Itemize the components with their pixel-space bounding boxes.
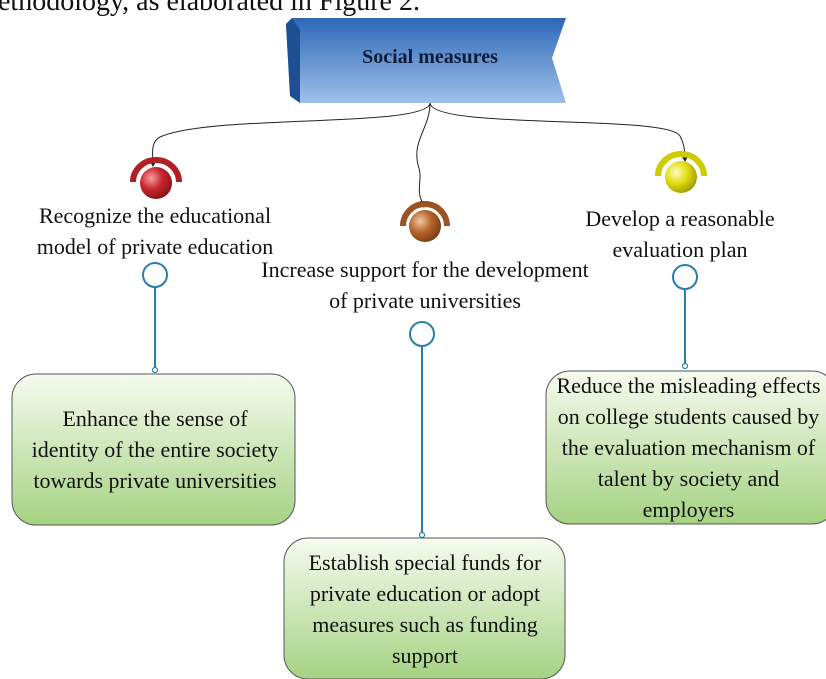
branch-heading-right: Develop a reasonable evaluation plan — [585, 206, 775, 262]
pin-connector-right — [672, 264, 698, 370]
detail-text-left: Enhance the sense of identity of the ent… — [31, 406, 279, 493]
detail-box-left — [11, 373, 296, 526]
branch-heading-left: Recognize the educational model of priva… — [36, 203, 274, 259]
preface-text: ethodology, as elaborated in Figure 2. — [0, 0, 420, 17]
connector-middle — [416, 102, 431, 206]
title-banner — [286, 18, 566, 103]
detail-text-middle: Establish special funds for private educ… — [308, 549, 542, 668]
ball-icon-left — [130, 157, 182, 199]
ball-icon-right — [655, 151, 707, 193]
pin-connector-middle — [409, 321, 435, 539]
detail-box-right — [545, 370, 826, 525]
title-connectors — [152, 102, 686, 206]
connector-right — [429, 102, 686, 159]
diagram-title: Social measures — [362, 46, 498, 68]
ball-icon-middle — [400, 201, 450, 242]
detail-text-right: Reduce the misleading effects on college… — [556, 373, 821, 522]
detail-box-middle — [283, 537, 566, 679]
pin-connector-left — [142, 262, 168, 374]
branch-heading-middle: Increase support for the development of … — [261, 257, 589, 313]
connector-left — [152, 102, 431, 163]
